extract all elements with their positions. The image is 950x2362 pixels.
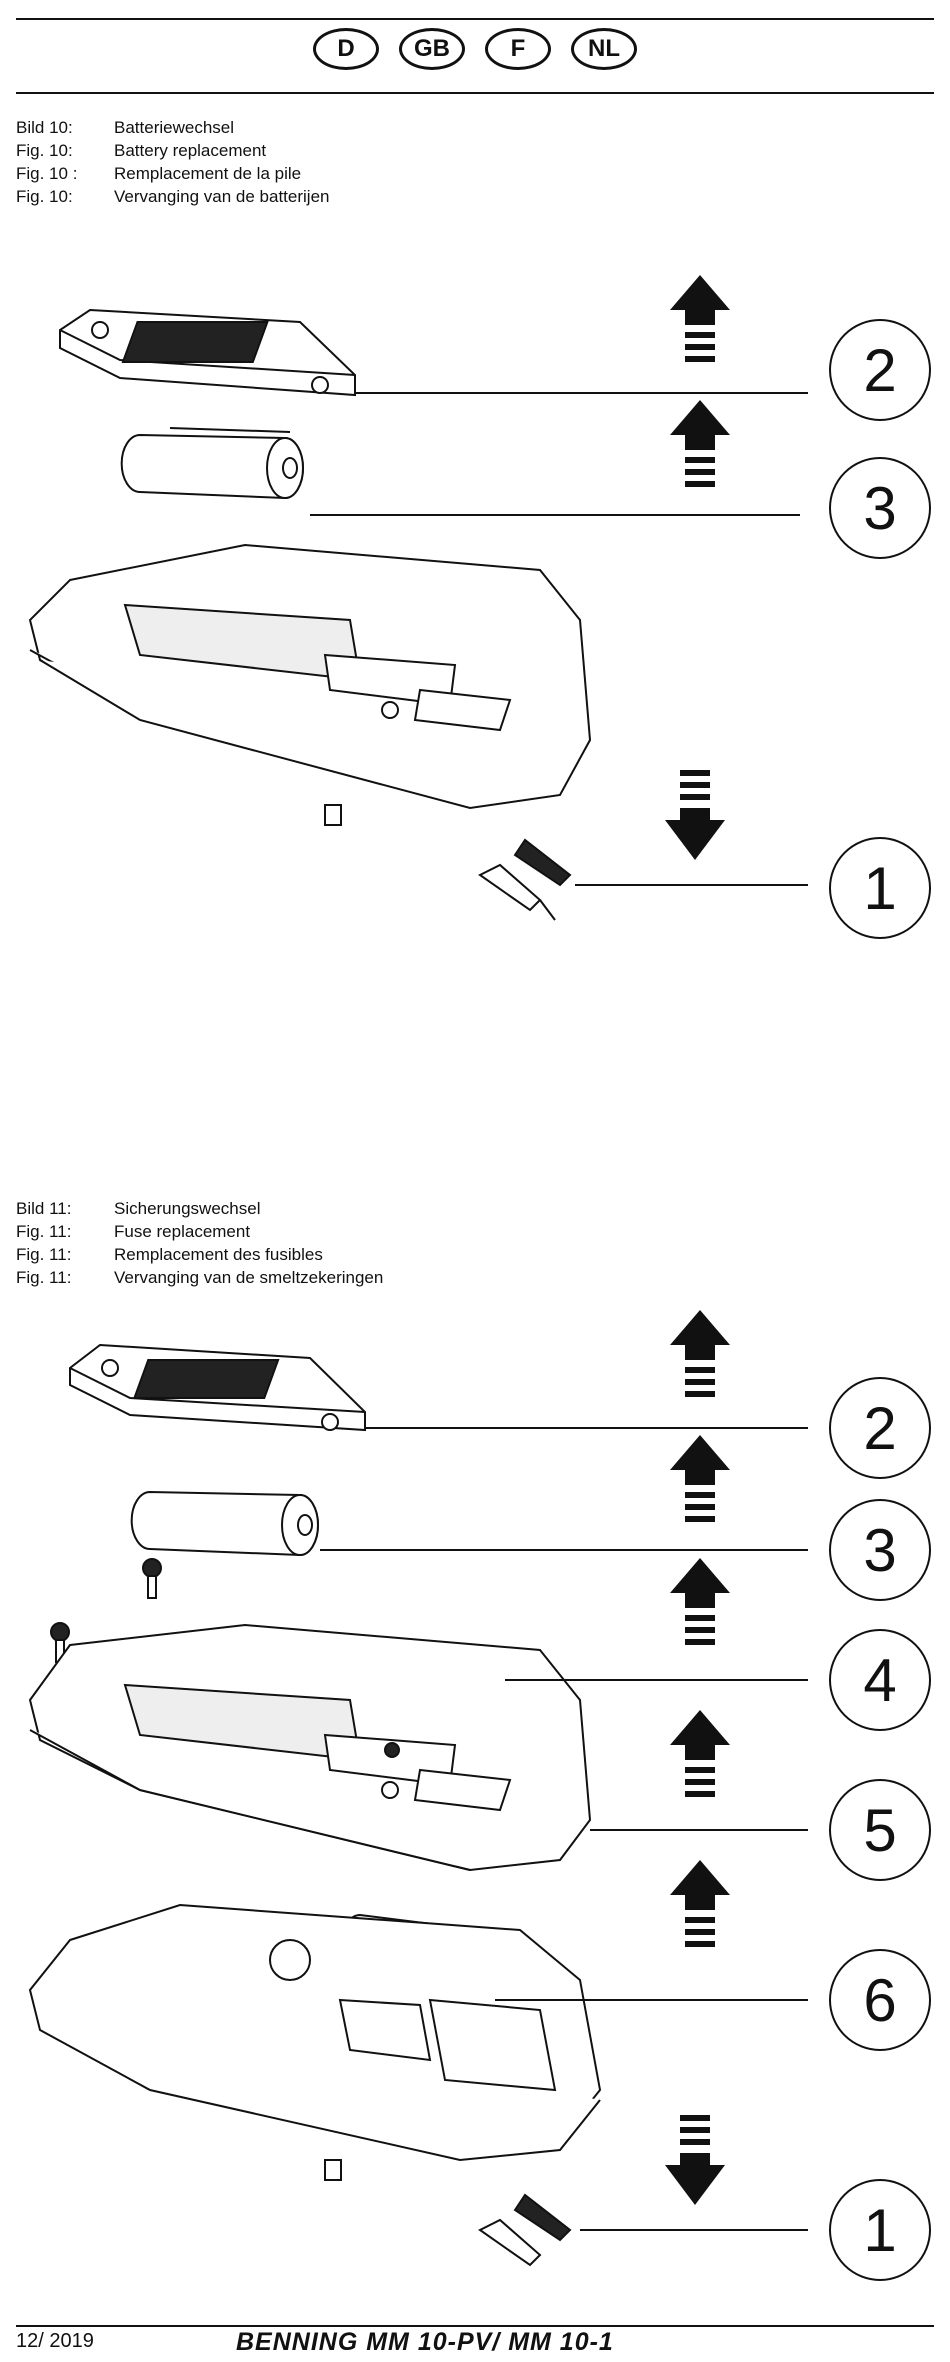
meter-housing-top xyxy=(28,1623,592,1872)
caption-label: Fig. 11: xyxy=(16,1268,72,1287)
battery xyxy=(120,427,304,500)
up-arrow-icon xyxy=(670,1435,730,1522)
callout-label: 4 xyxy=(863,1647,896,1714)
callout-circle xyxy=(829,1949,931,2051)
caption-text: Remplacement de la pile xyxy=(114,164,302,183)
callout-label: 1 xyxy=(863,855,896,922)
callout-circle xyxy=(829,837,931,939)
battery xyxy=(130,1490,319,1557)
down-arrow-icon xyxy=(665,2115,725,2205)
callout-circle xyxy=(829,1377,931,1479)
up-arrow-icon xyxy=(670,1860,730,1947)
footer-date: 12/ 2019 xyxy=(16,2330,94,2352)
callout-label: 6 xyxy=(863,1967,896,2034)
battery-cover xyxy=(69,1343,366,1432)
callout-label: 2 xyxy=(863,1395,896,1462)
callout-circle xyxy=(829,1629,931,1731)
screw xyxy=(50,1622,70,1663)
caption-text: Battery replacement xyxy=(114,141,267,160)
caption-text: Batteriewechsel xyxy=(114,118,235,137)
caption-label: Fig. 10 : xyxy=(16,164,78,183)
test-lead-plug xyxy=(478,2193,572,2267)
language-badge-f: F xyxy=(485,28,551,70)
up-arrow-icon xyxy=(670,1558,730,1645)
callout-circle xyxy=(829,319,931,421)
up-arrow-icon xyxy=(670,275,730,362)
callout-label: 1 xyxy=(863,2197,896,2264)
language-badge-nl: NL xyxy=(571,28,637,70)
figure10-battery-replacement-illustration: 2 3 1 xyxy=(28,275,931,939)
test-lead-plug xyxy=(478,838,572,921)
up-arrow-icon xyxy=(670,1710,730,1797)
battery-cover xyxy=(59,308,356,397)
page-footer: 12/ 2019 BENNING MM 10-PV/ MM 10-1 xyxy=(16,2328,934,2362)
callout-circle xyxy=(829,1499,931,1601)
callout-label: 2 xyxy=(863,337,896,404)
callout-label: 3 xyxy=(863,1517,896,1584)
callout-label: 3 xyxy=(863,475,896,542)
caption-label: Bild 11: xyxy=(16,1199,72,1218)
caption-label: Fig. 10: xyxy=(16,141,73,160)
down-arrow-icon xyxy=(665,770,725,860)
screw xyxy=(142,1558,162,1599)
caption-label: Fig. 11: xyxy=(16,1245,72,1264)
up-arrow-icon xyxy=(670,400,730,487)
caption-label: Fig. 11: xyxy=(16,1222,72,1241)
language-badge-gb: GB xyxy=(399,28,465,70)
meter-housing-bottom xyxy=(28,1903,602,2181)
caption-text: Fuse replacement xyxy=(114,1222,251,1241)
caption-text: Vervanging van de smeltzekeringen xyxy=(114,1268,384,1287)
callout-circle xyxy=(829,457,931,559)
figure11-caption: Bild 11: Sicherungswechsel Fig. 11: Fuse r… xyxy=(16,1197,383,1289)
caption-text: Vervanging van de batterijen xyxy=(114,187,330,206)
meter-housing xyxy=(28,543,592,826)
top-rule xyxy=(16,18,934,20)
callout-circle xyxy=(829,2179,931,2281)
footer-rule xyxy=(16,2325,934,2327)
callout-label: 5 xyxy=(863,1797,896,1864)
caption-label: Bild 10: xyxy=(16,118,73,137)
up-arrow-icon xyxy=(670,1310,730,1397)
caption-label: Fig. 10: xyxy=(16,187,73,206)
footer-title: BENNING MM 10-PV/ MM 10-1 xyxy=(236,2328,614,2356)
figure10-caption: Bild 10: Batteriewechsel Fig. 10: Battery … xyxy=(16,116,330,208)
header-rule xyxy=(16,92,934,94)
figure11-fuse-replacement-illustration: 2 3 4 5 6 1 xyxy=(28,1310,931,2281)
language-badge-d: D xyxy=(313,28,379,70)
caption-text: Remplacement des fusibles xyxy=(114,1245,323,1264)
callout-circle xyxy=(829,1779,931,1881)
caption-text: Sicherungswechsel xyxy=(114,1199,261,1218)
language-badges: D GB F NL xyxy=(0,28,950,84)
